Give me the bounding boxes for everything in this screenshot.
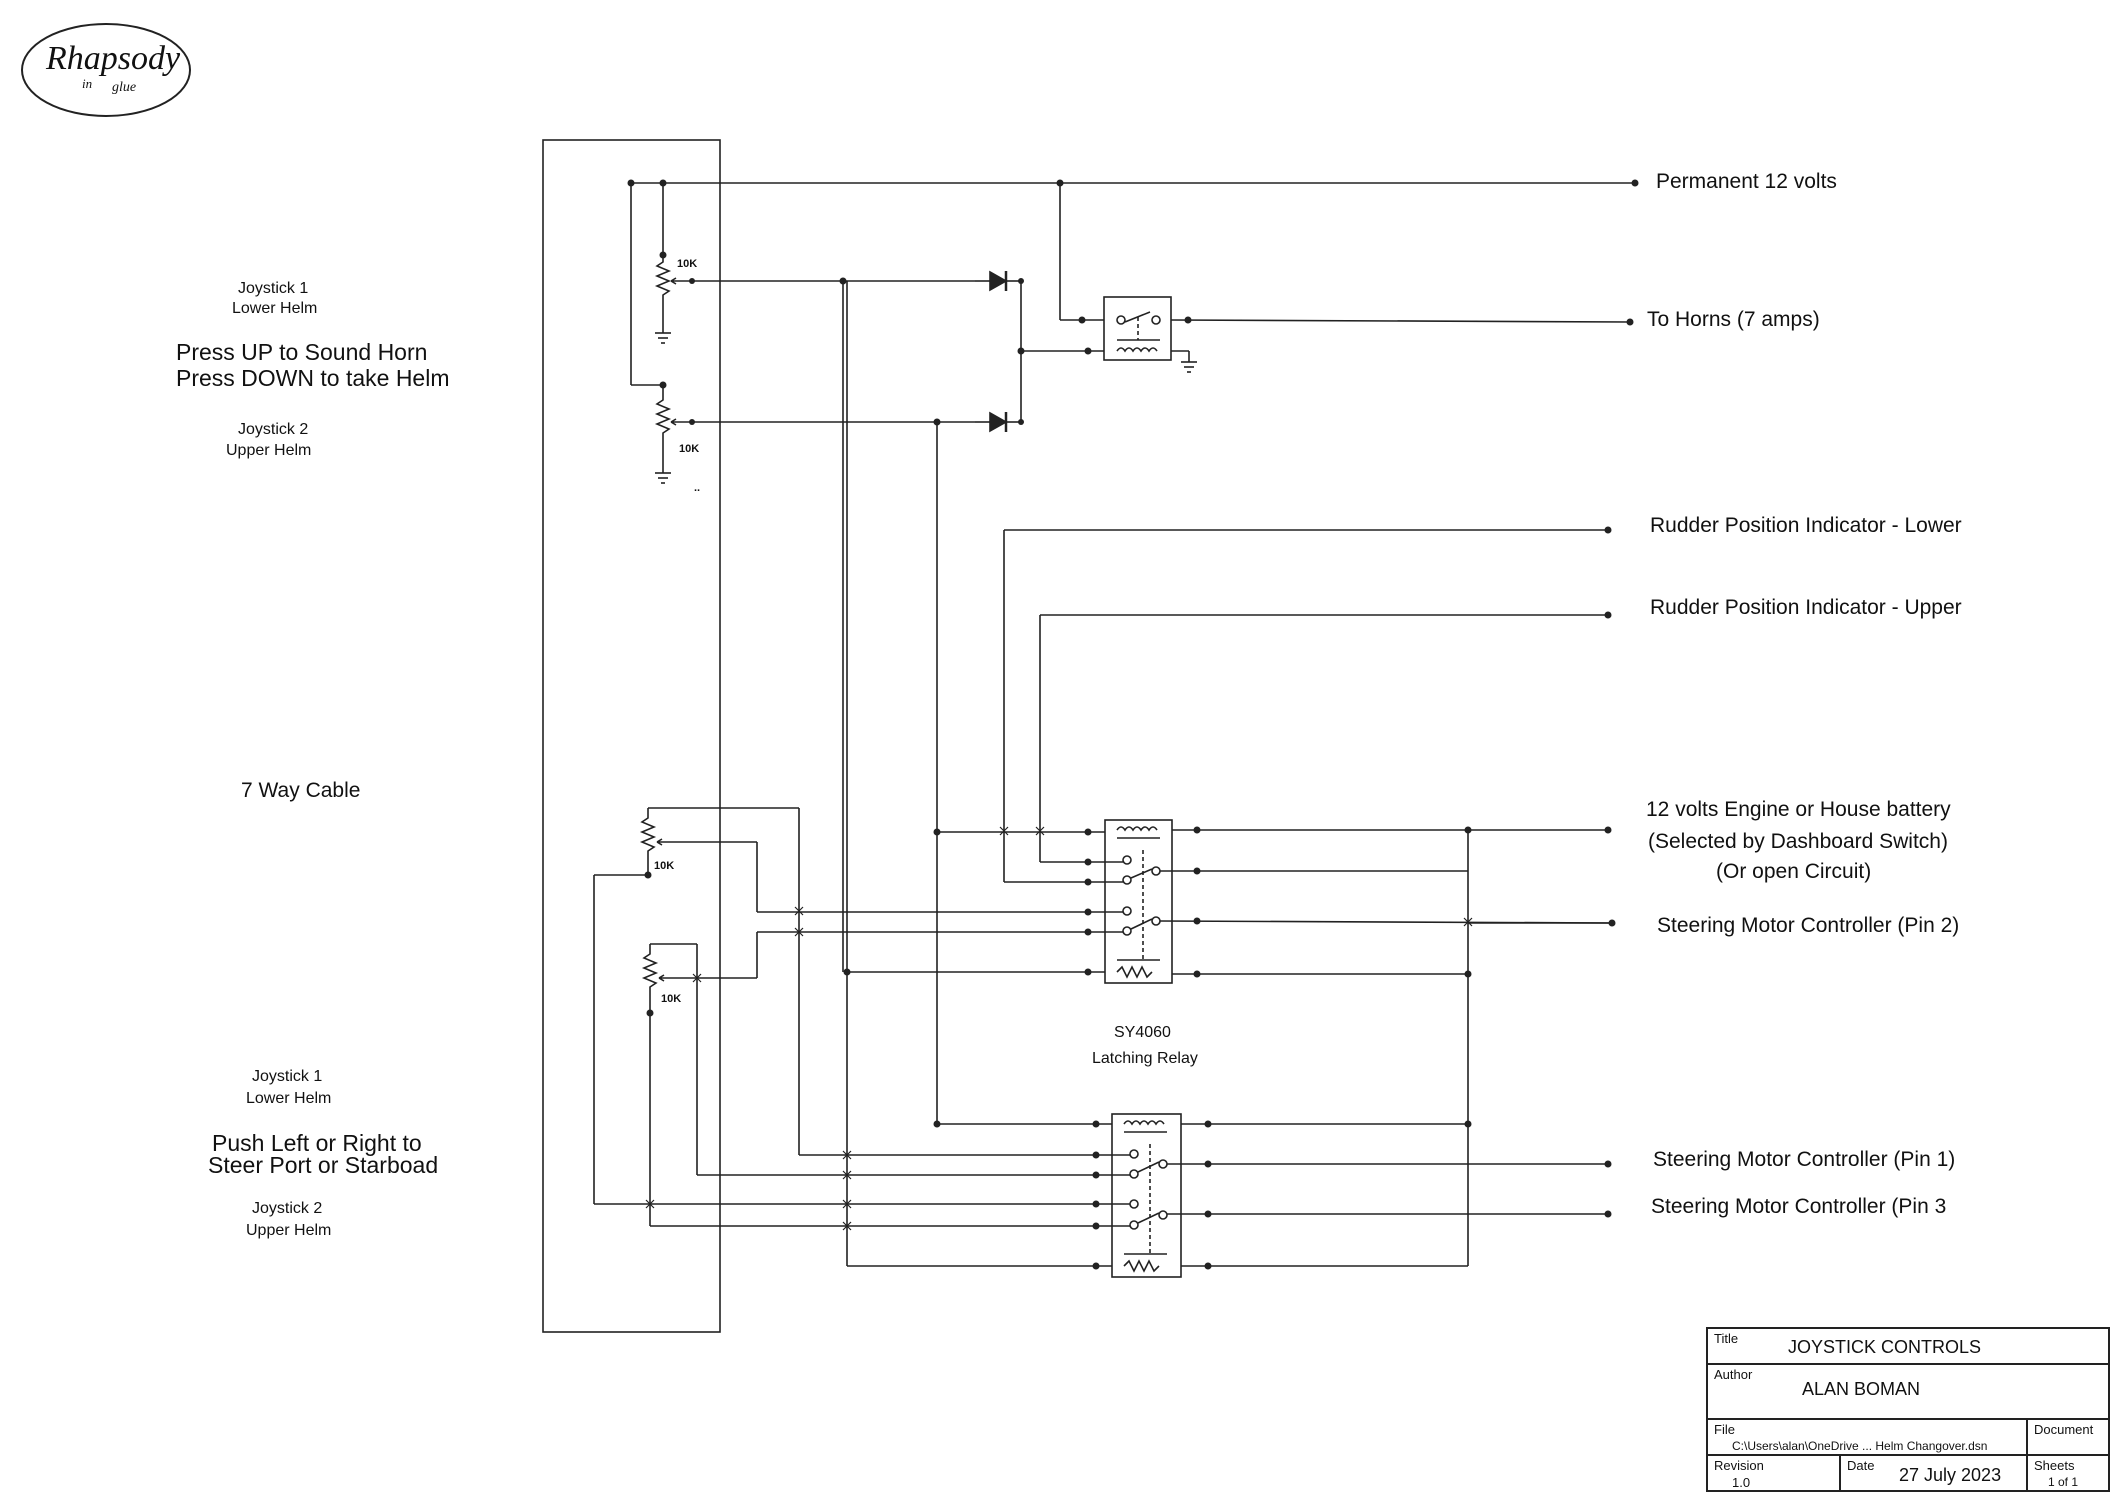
resistor-r4-value: 10K: [661, 993, 682, 1005]
battery-label-line3: (Or open Circuit): [1716, 860, 1872, 883]
resistor-r1-value: 10K: [677, 258, 698, 270]
horn-instruction-line1: Press UP to Sound Horn: [176, 339, 428, 365]
top-upper-helm-label: Upper Helm: [226, 442, 312, 459]
file-key: File: [1714, 1422, 1735, 1437]
logo-main-text: Rhapsody: [46, 40, 181, 77]
resistor-dots: ..: [694, 482, 701, 494]
document-cell: Document: [2027, 1419, 2109, 1455]
steering-pin2-label: Steering Motor Controller (Pin 2): [1657, 914, 1960, 937]
sheets-value: 1 of 1: [2048, 1475, 2079, 1489]
bottom-joystick2-label: Joystick 2: [252, 1200, 323, 1217]
top-pot-1: [654, 255, 975, 344]
rudder-upper-label: Rudder Position Indicator - Upper: [1650, 596, 1962, 619]
author-key: Author: [1714, 1367, 1753, 1382]
bottom-upper-helm-label: Upper Helm: [246, 1222, 332, 1239]
title-key: Title: [1714, 1331, 1739, 1346]
permanent-12v-label: Permanent 12 volts: [1656, 170, 1837, 193]
diode-2: [975, 411, 1021, 433]
file-path: C:\Users\alan\OneDrive ... Helm Changove…: [1732, 1439, 1988, 1453]
horns-label: To Horns (7 amps): [1647, 308, 1820, 331]
steer-instruction-line2: Steer Port or Starboad: [208, 1152, 439, 1178]
date-key: Date: [1847, 1458, 1875, 1473]
top-joystick2-label: Joystick 2: [238, 421, 309, 438]
relay-type-label: Latching Relay: [1092, 1050, 1198, 1067]
crossover-marks: [645, 826, 1473, 1231]
bottom-pot-2: [641, 932, 758, 1226]
title-block: Title JOYSTICK CONTROLS Author ALAN BOMA…: [1706, 1327, 2110, 1492]
title-cell: Title JOYSTICK CONTROLS: [1707, 1328, 2109, 1364]
resistor-r3-value: 10K: [654, 860, 675, 872]
seven-way-cable-box: [542, 139, 721, 1333]
battery-label-line1: 12 volts Engine or House battery: [1646, 798, 1951, 821]
horn-relay: [1103, 296, 1631, 373]
diode-1: [975, 270, 1021, 292]
revision-value: 1.0: [1732, 1475, 1751, 1490]
steering-pin1-label: Steering Motor Controller (Pin 1): [1653, 1148, 1956, 1171]
rudder-lower-label: Rudder Position Indicator - Lower: [1650, 514, 1962, 537]
revision-key: Revision: [1714, 1458, 1764, 1473]
logo-in-text: in: [82, 76, 93, 91]
steering-pin3-label: Steering Motor Controller (Pin 3: [1651, 1195, 1947, 1218]
latching-relay-upper: [1104, 819, 1173, 984]
battery-label-line2: (Selected by Dashboard Switch): [1648, 830, 1948, 853]
document-key: Document: [2034, 1422, 2094, 1437]
junction-dots: [627, 179, 1639, 1270]
author-cell: Author ALAN BOMAN: [1707, 1364, 2109, 1419]
bottom-pot-1: [593, 807, 800, 1204]
cable-label: 7 Way Cable: [241, 779, 361, 802]
rhapsody-logo: Rhapsody in glue: [20, 22, 192, 118]
date-value: 27 July 2023: [1899, 1465, 2002, 1485]
file-cell: File C:\Users\alan\OneDrive ... Helm Cha…: [1707, 1419, 2027, 1455]
top-lower-helm-label: Lower Helm: [232, 300, 318, 317]
permanent-12v-wire: [630, 182, 1635, 386]
horn-instruction-line2: Press DOWN to take Helm: [176, 365, 450, 391]
relay-model-label: SY4060: [1114, 1024, 1171, 1041]
top-pot-2: [654, 385, 975, 484]
drawing-title: JOYSTICK CONTROLS: [1788, 1337, 1982, 1357]
bottom-lower-helm-label: Lower Helm: [246, 1090, 332, 1107]
resistor-r2-value: 10K: [679, 443, 700, 455]
author-name: ALAN BOMAN: [1802, 1379, 1921, 1399]
bottom-joystick1-label: Joystick 1: [252, 1068, 323, 1085]
sheets-cell: Sheets 1 of 1: [2027, 1455, 2109, 1491]
date-cell: Date 27 July 2023: [1840, 1455, 2027, 1491]
latching-relay-lower: [1111, 1113, 1182, 1278]
top-joystick1-label: Joystick 1: [238, 280, 309, 297]
logo-glue-text: glue: [112, 80, 137, 95]
sheets-key: Sheets: [2034, 1458, 2075, 1473]
steer-instruction-line1: Push Left or Right to: [212, 1130, 422, 1156]
revision-cell: Revision 1.0: [1707, 1455, 1840, 1491]
